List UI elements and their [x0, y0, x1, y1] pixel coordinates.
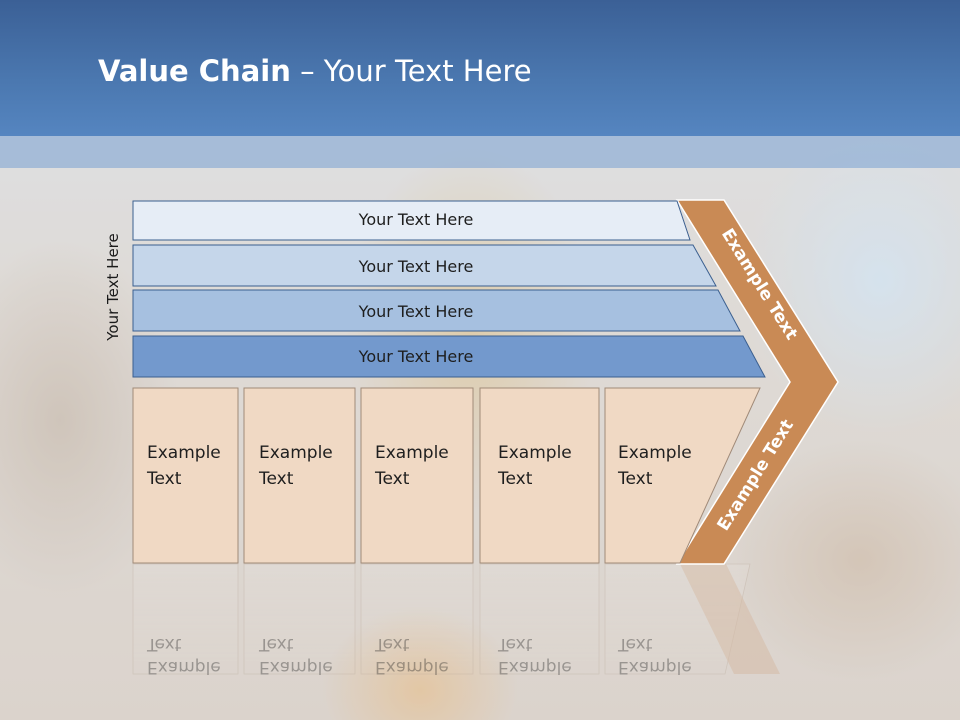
box-label-line1: Example	[375, 443, 449, 463]
box-label-line2: Text	[146, 469, 182, 489]
box-label-line1: Example	[147, 443, 221, 463]
reflection-label: Example	[259, 657, 333, 677]
bar-label: Your Text Here	[358, 347, 474, 366]
reflection-label: Text	[374, 634, 410, 654]
example-box	[243, 387, 356, 564]
reflection-chevron	[680, 564, 780, 674]
reflection-label: Example	[375, 657, 449, 677]
example-box	[360, 387, 474, 564]
bar-shape	[132, 335, 766, 378]
box-label-line2: Text	[497, 469, 533, 489]
title-bold: Value Chain	[98, 54, 291, 88]
reflection-label: Text	[146, 634, 182, 654]
reflection: Example Text Example Text Example Text E…	[132, 563, 780, 677]
box-label-line1: Example	[498, 443, 572, 463]
example-box	[132, 387, 239, 564]
reflection-label: Text	[617, 634, 653, 654]
reflection-label: Example	[147, 657, 221, 677]
bar-shape	[132, 200, 691, 241]
reflection-label: Example	[618, 657, 692, 677]
box-label-line1: Example	[618, 443, 692, 463]
header-band	[0, 136, 960, 168]
reflection-box	[243, 563, 356, 675]
reflection-label: Text	[258, 634, 294, 654]
example-box	[479, 387, 600, 564]
box-label-line2: Text	[617, 469, 653, 489]
bar-label: Your Text Here	[358, 302, 474, 321]
bar-shape	[132, 244, 717, 287]
bars: Your Text Here Your Text Here Your Text …	[132, 200, 766, 378]
box-label-line1: Example	[259, 443, 333, 463]
reflection-label: Example	[498, 657, 572, 677]
box-label-line2: Text	[258, 469, 294, 489]
header-bar	[0, 0, 960, 136]
reflection-box	[360, 563, 474, 675]
example-box-angled	[604, 387, 761, 564]
reflection-box	[479, 563, 600, 675]
bar-label: Your Text Here	[358, 257, 474, 276]
bar-shape	[132, 289, 741, 332]
page-title: Value Chain – Your Text Here	[98, 54, 532, 88]
reflection-box	[132, 563, 239, 675]
reflection-text: Example Text Example Text Example Text E…	[146, 634, 692, 677]
title-rest: – Your Text Here	[290, 54, 532, 88]
reflection-label: Text	[497, 634, 533, 654]
bar-label: Your Text Here	[358, 210, 474, 229]
box-label-line2: Text	[374, 469, 410, 489]
boxes: Example Text Example Text Example Text E…	[132, 387, 761, 564]
chevron-arrow	[675, 199, 839, 565]
